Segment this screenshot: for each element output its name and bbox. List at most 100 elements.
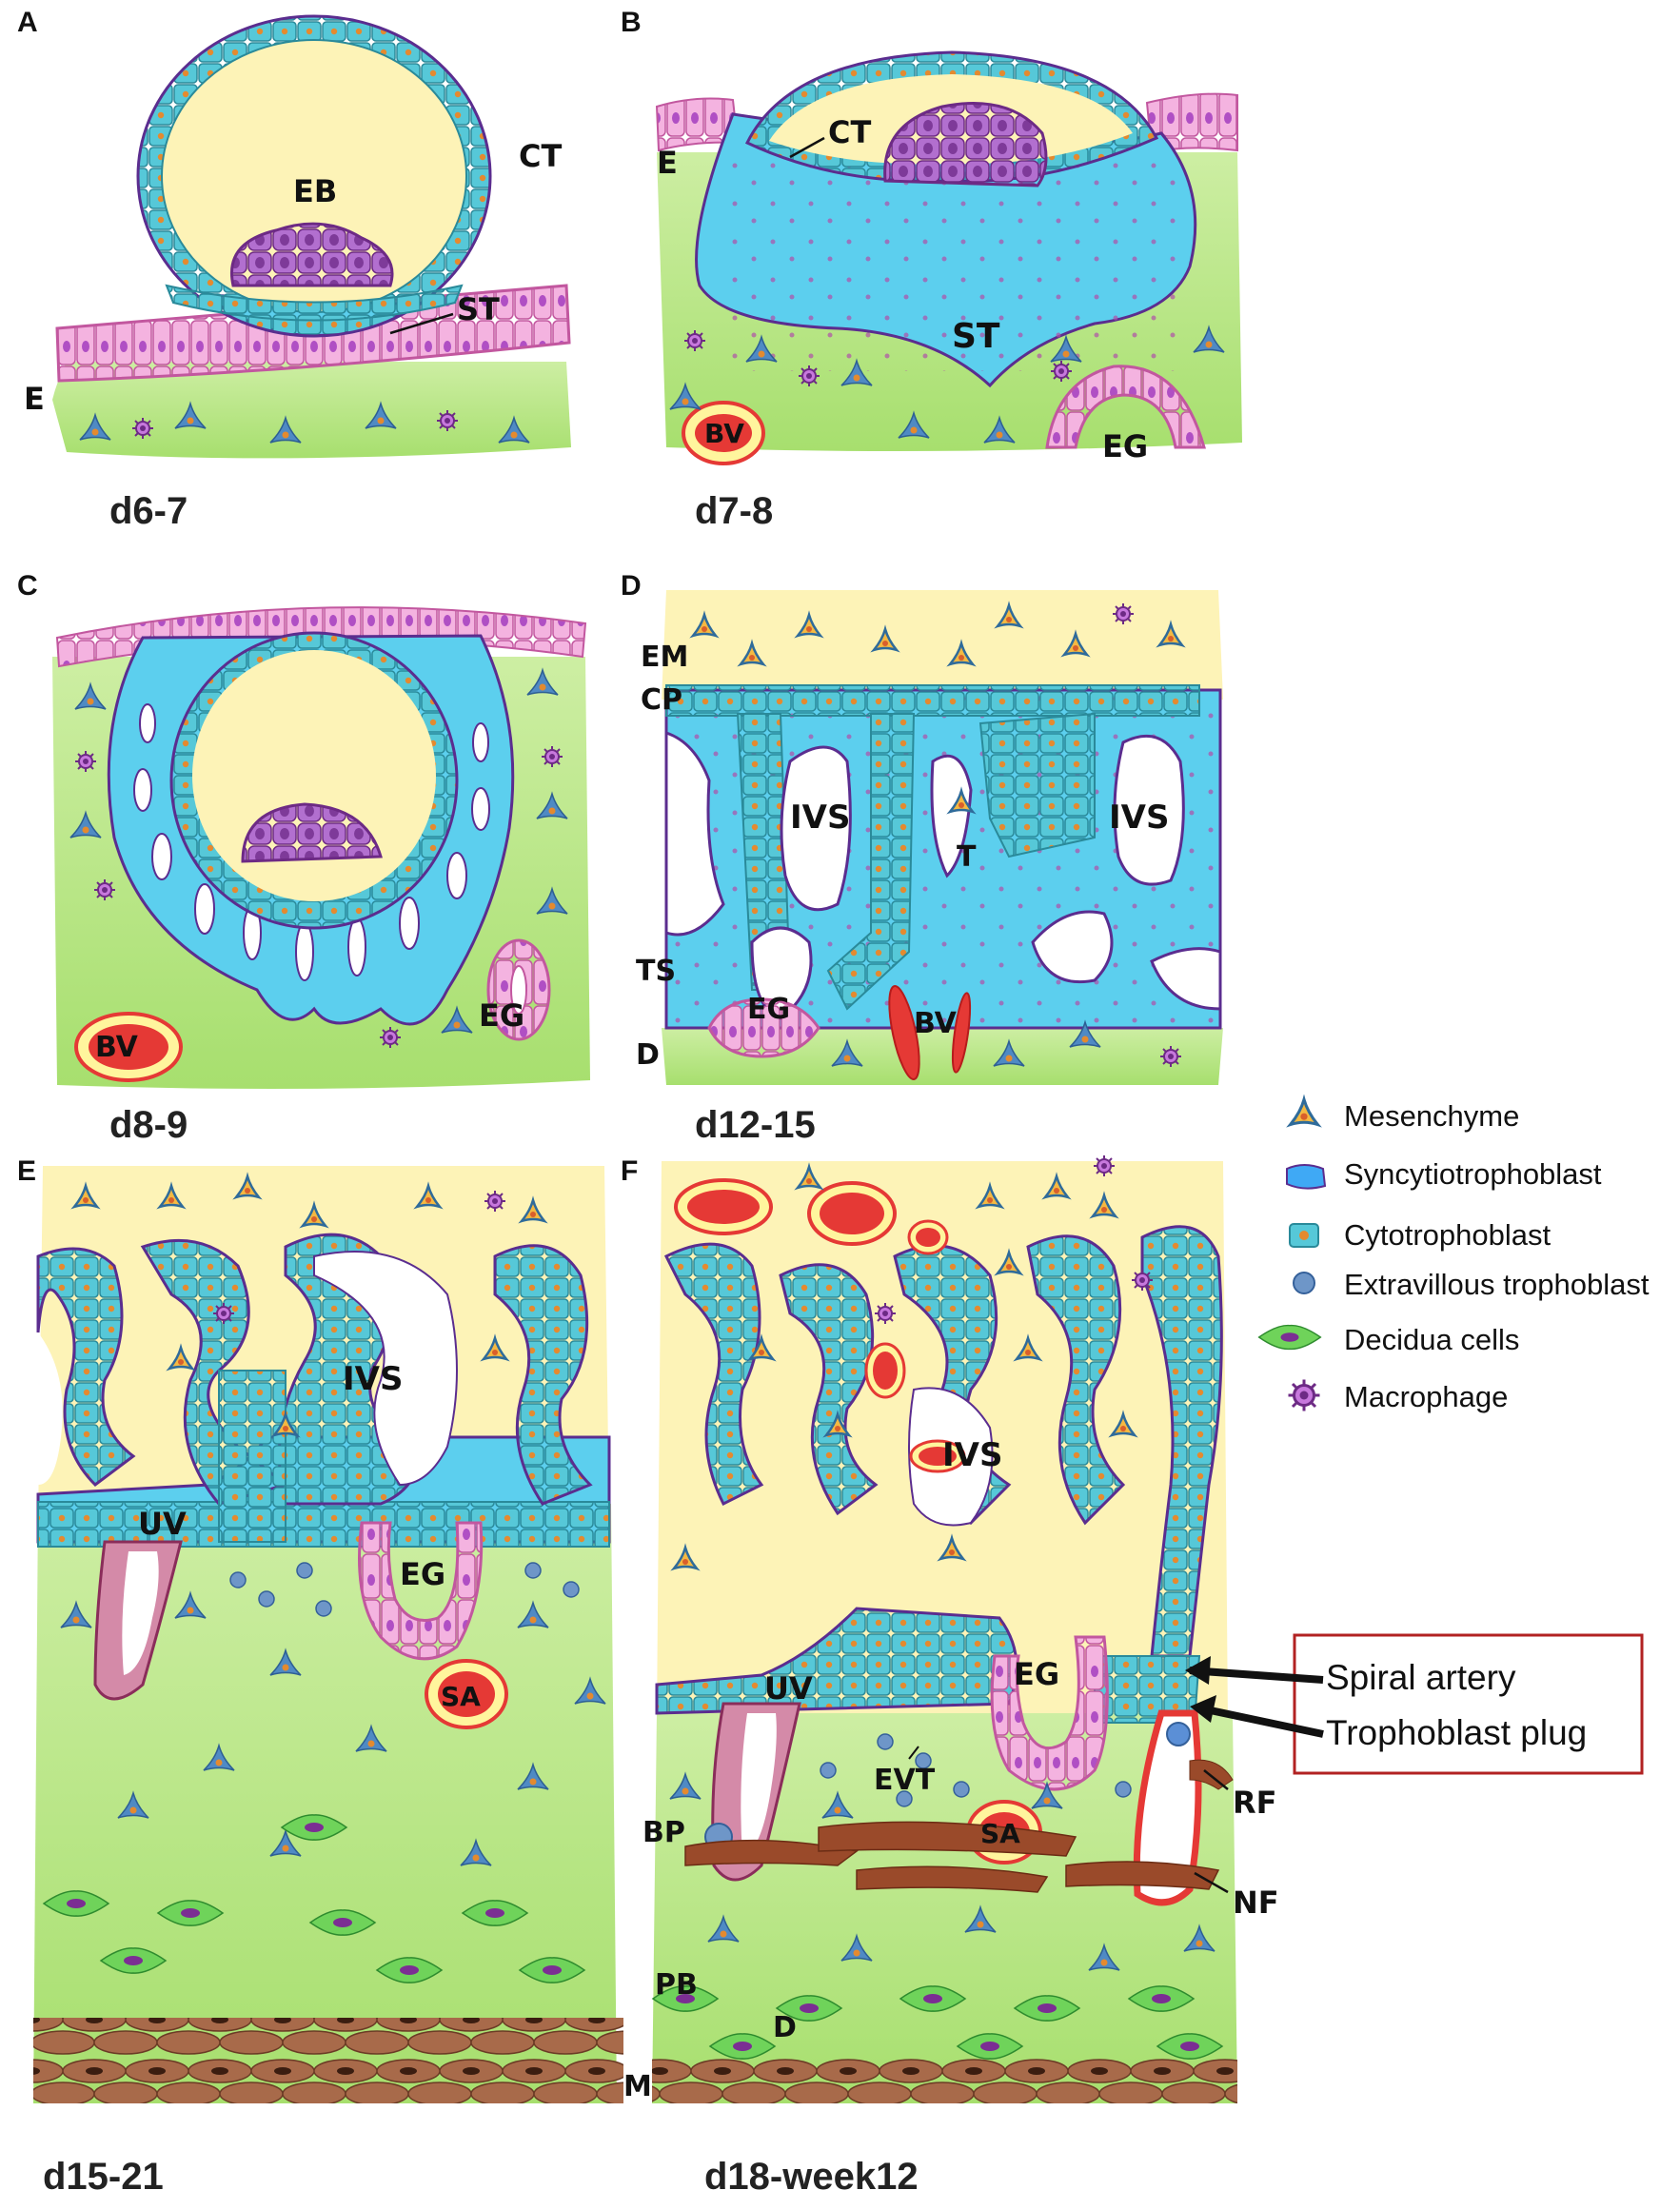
endometrial-gland <box>990 1635 1109 1791</box>
label-em: EM <box>641 641 688 674</box>
blastocyst-cavity <box>192 650 436 901</box>
decidua-cell-icon <box>1257 1324 1322 1351</box>
legend-item-mesenchyme: Mesenchyme <box>1289 1097 1519 1133</box>
trophoblast-column <box>826 713 916 1011</box>
cytotrophoblast-shell <box>37 1501 610 1548</box>
myometrium <box>33 2018 623 2103</box>
label-cp: CP <box>641 683 682 717</box>
label-eg: EG <box>747 993 790 1026</box>
legend-item-syncytiotrophoblast: Syncytiotrophoblast <box>1286 1157 1602 1191</box>
legend-item-cytotrophoblast: Cytotrophoblast <box>1289 1218 1552 1252</box>
endometrial-gland <box>358 1521 484 1661</box>
panel-f: F <box>621 1154 1279 2198</box>
legend-item-macrophage: Macrophage <box>1287 1378 1508 1413</box>
label-d: D <box>636 1038 660 1072</box>
blood-vessel <box>888 985 972 1080</box>
callout-spiral-artery: Spiral artery <box>1326 1658 1516 1697</box>
svg-text:Cytotrophoblast: Cytotrophoblast <box>1344 1218 1552 1252</box>
label-ivs: IVS <box>942 1436 1002 1474</box>
fetal-vessels <box>674 1178 966 1473</box>
panel-c-letter: C <box>17 570 38 602</box>
label-st: ST <box>457 291 500 327</box>
embryoblast <box>883 102 1048 187</box>
label-eg: EG <box>1014 1656 1059 1692</box>
stage-label: d6-7 <box>109 490 188 532</box>
extraembryonic-mesoderm <box>662 590 1223 700</box>
label-bv: BV <box>95 1031 139 1064</box>
macrophage-icon <box>1287 1378 1321 1412</box>
endometrial-gland <box>707 997 820 1058</box>
label-eg: EG <box>400 1556 445 1592</box>
label-bv: BV <box>914 1007 958 1040</box>
label-eg: EG <box>1102 428 1148 464</box>
panel-d-letter: D <box>621 570 642 602</box>
label-ct: CT <box>828 114 871 150</box>
trophoblast-plug <box>1166 1722 1191 1746</box>
label-st: ST <box>952 317 1000 356</box>
panel-f-letter: F <box>621 1155 638 1187</box>
label-e: E <box>24 381 45 417</box>
svg-text:Mesenchyme: Mesenchyme <box>1344 1099 1519 1133</box>
endometrial-gland <box>1045 365 1206 449</box>
intervillous-space <box>664 730 1222 1020</box>
stage-label: d12-15 <box>695 1104 816 1146</box>
stage-label: d15-21 <box>43 2156 164 2198</box>
cytotrophoblast-floor <box>165 284 464 322</box>
label-uv: UV <box>138 1506 187 1542</box>
panel-d: D EM CP <box>621 570 1223 1146</box>
label-pb: PB <box>655 1968 698 2002</box>
panel-e: E <box>17 1155 623 2198</box>
decidua <box>52 362 571 459</box>
panel-b-letter: B <box>621 7 642 38</box>
decidua <box>33 1504 617 2103</box>
remodeled-spiral-artery <box>1133 1709 1202 1906</box>
svg-text:Macrophage: Macrophage <box>1344 1380 1508 1413</box>
lacunae <box>133 703 490 981</box>
myometrium <box>652 2056 1237 2103</box>
label-t: T <box>957 840 977 874</box>
label-bv: BV <box>704 418 744 449</box>
stage-label: d8-9 <box>109 1104 188 1146</box>
label-sa: SA <box>980 1818 1020 1849</box>
pointer-st <box>389 312 454 335</box>
label-ct: CT <box>519 138 562 174</box>
syncytiotrophoblast-icon <box>1286 1164 1327 1190</box>
panel-b: B CT E ST BV EG d7-8 <box>621 7 1242 532</box>
label-ivs-2: IVS <box>1109 799 1169 837</box>
label-m: M <box>623 2070 652 2103</box>
embryoblast <box>230 222 394 287</box>
arrow-trophoblast-plug <box>1200 1705 1324 1738</box>
trophoblast-column <box>978 712 1096 858</box>
arrow-spiral-artery <box>1189 1667 1324 1684</box>
panel-e-letter: E <box>17 1155 36 1187</box>
chorionic-plate <box>665 684 1200 717</box>
nitabuch-fibrinoid <box>684 1821 1220 1893</box>
panel-c: C BV EG d8-9 <box>17 570 590 1146</box>
label-ivs: IVS <box>343 1360 403 1398</box>
panel-a-letter: A <box>17 7 38 38</box>
intervillous-space <box>313 1251 458 1487</box>
chorionic-villi <box>663 1225 1223 1658</box>
label-bp: BP <box>642 1816 685 1849</box>
callout: Spiral artery Trophoblast plug <box>1185 1633 1644 1775</box>
legend: Mesenchyme Syncytiotrophoblast Cytotroph… <box>1257 1097 1650 1413</box>
callout-box <box>1293 1633 1644 1775</box>
svg-text:Decidua cells: Decidua cells <box>1344 1323 1519 1356</box>
label-evt: EVT <box>874 1764 936 1797</box>
extravillous-trophoblast-icon <box>1293 1272 1315 1294</box>
label-e: E <box>657 145 678 181</box>
callout-trophoblast-plug: Trophoblast plug <box>1326 1713 1587 1752</box>
mesenchyme-icon <box>1289 1097 1319 1127</box>
legend-item-decidua-cells: Decidua cells <box>1257 1323 1519 1356</box>
label-nf: NF <box>1233 1884 1279 1921</box>
svg-text:Extravillous trophoblast: Extravillous trophoblast <box>1344 1268 1650 1301</box>
stage-label: d18-week12 <box>704 2156 919 2198</box>
label-ivs-1: IVS <box>790 799 850 837</box>
embryoblast <box>241 802 383 863</box>
label-eb: EB <box>293 173 337 209</box>
endometrial-gland <box>486 938 551 1041</box>
legend-item-extravillous-trophoblast: Extravillous trophoblast <box>1293 1268 1650 1301</box>
svg-text:Syncytiotrophoblast: Syncytiotrophoblast <box>1344 1157 1602 1191</box>
label-ts: TS <box>636 955 676 988</box>
